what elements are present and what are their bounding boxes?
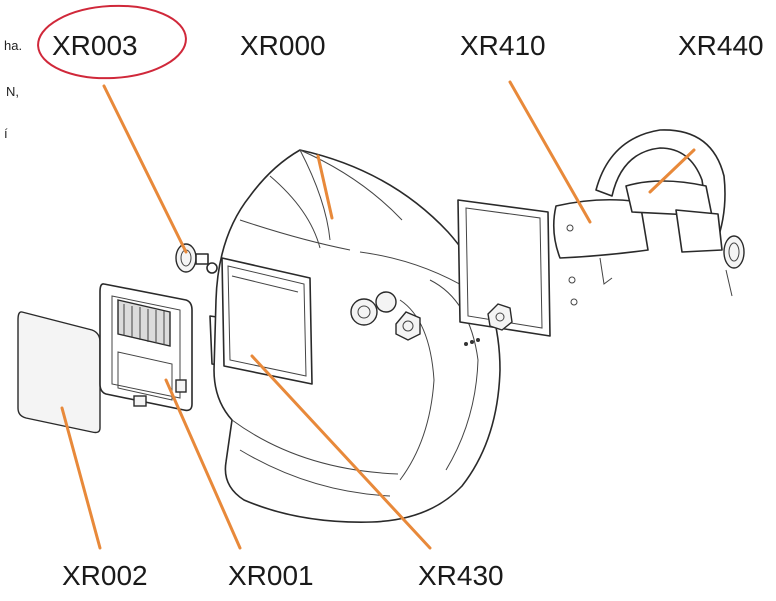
label-xr003: XR003 bbox=[52, 30, 138, 61]
leader-xr001 bbox=[164, 378, 242, 550]
leader-xr003 bbox=[102, 84, 188, 254]
side-text-3: í bbox=[4, 126, 8, 141]
part-xr000-helmet-shell bbox=[213, 149, 501, 523]
part-xr410-headband-pad bbox=[552, 198, 649, 306]
leader-xr430 bbox=[250, 354, 432, 550]
part-rear-frame-plate bbox=[457, 199, 551, 337]
label-xr000: XR000 bbox=[240, 30, 326, 61]
side-text-1: ha. bbox=[4, 38, 22, 53]
part-xr003-adjustment-knob bbox=[175, 243, 218, 274]
leader-xr410 bbox=[508, 80, 592, 224]
label-xr430: XR430 bbox=[418, 560, 504, 591]
label-xr001: XR001 bbox=[228, 560, 314, 591]
label-xr002: XR002 bbox=[62, 560, 148, 591]
highlight-circle bbox=[37, 4, 187, 80]
leader-xr440 bbox=[648, 148, 696, 194]
part-xr002-cover-plate bbox=[17, 311, 101, 434]
side-text-2: N, bbox=[6, 84, 19, 99]
label-xr440: XR440 bbox=[678, 30, 764, 61]
part-xr440-headgear bbox=[595, 129, 745, 297]
label-xr410: XR410 bbox=[460, 30, 546, 61]
part-xr001-cartridge-frame bbox=[99, 283, 193, 412]
leader-xr002 bbox=[60, 406, 102, 550]
leader-xr000 bbox=[316, 154, 334, 220]
